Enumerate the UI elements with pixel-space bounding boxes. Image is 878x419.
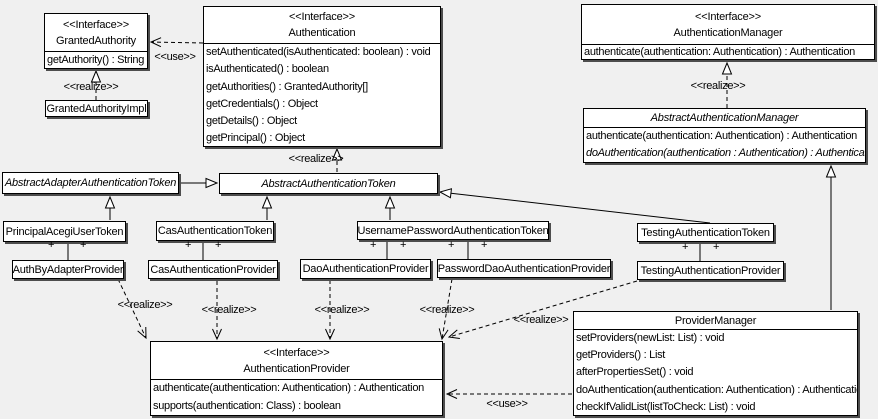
- method: doAuthentication(authentication: Authent…: [576, 383, 857, 396]
- class-name: TestingAuthenticationProvider: [640, 264, 781, 277]
- class-cas-authentication-token: CasAuthenticationToken: [156, 221, 274, 241]
- class-name: AuthByAdapterProvider: [13, 263, 123, 276]
- method: authenticate(authentication: Authenticat…: [153, 382, 424, 394]
- method: getAuthorities() : GrantedAuthority[]: [206, 80, 368, 93]
- multiplicity-label: +: [447, 239, 455, 251]
- class-name: DaoAuthenticationProvider: [302, 263, 429, 275]
- class-abstract-adapter-authentication-token: AbstractAdapterAuthenticationToken: [2, 172, 179, 194]
- method: getCredentials() : Object: [206, 97, 318, 110]
- multiplicity-label: +: [712, 241, 720, 253]
- class-name: AbstractAuthenticationManager: [650, 112, 799, 124]
- stereotype-label: <<Interface>>: [63, 18, 129, 31]
- class-dao-authentication-provider: DaoAuthenticationProvider: [300, 259, 431, 279]
- realize-passworddao-provider: [438, 278, 453, 341]
- class-principal-acegi-user-token: PrincipalAcegiUserToken: [3, 221, 126, 242]
- class-name: CasAuthenticationToken: [157, 225, 273, 237]
- class-authentication: <<Interface>> Authentication setAuthenti…: [203, 6, 441, 147]
- stereotype-label: <<Interface>>: [289, 11, 355, 23]
- realize-label: <<realize>>: [288, 153, 344, 165]
- multiplicity-label: +: [399, 239, 407, 251]
- class-name: AuthenticationProvider: [243, 362, 350, 375]
- multiplicity-label: +: [480, 239, 488, 251]
- method: getAuthority() : String: [47, 54, 145, 66]
- method: authenticate(authentication: Authenticat…: [584, 46, 855, 58]
- method: afterPropertiesSet() : void: [576, 366, 694, 379]
- class-name: ProviderManager: [674, 314, 757, 327]
- method: checkIfValidList(listToCheck: List) : vo…: [576, 400, 756, 413]
- stereotype-label: <<Interface>>: [263, 346, 330, 359]
- class-name: AbstractAuthenticationToken: [261, 177, 396, 190]
- method: getDetails() : Object: [206, 115, 297, 128]
- realize-label: <<realize>>: [419, 304, 475, 316]
- class-name: TestingAuthenticationToken: [641, 226, 770, 239]
- generalization-testing-to-abstract-token: [438, 188, 711, 224]
- multiplicity-label: +: [369, 239, 377, 251]
- multiplicity-label: +: [214, 239, 222, 251]
- realize-label: <<realize>>: [690, 80, 746, 92]
- method: supports(authentication: Class) : boolea…: [153, 399, 341, 412]
- multiplicity-label: +: [47, 239, 55, 251]
- class-name: GrantedAuthorityImpl: [46, 102, 147, 115]
- method: getPrincipal() : Object: [206, 132, 305, 145]
- class-name: AuthenticationManager: [673, 26, 783, 39]
- class-name: PasswordDaoAuthenticationProvider: [438, 262, 610, 275]
- class-provider-manager: ProviderManager setProviders(newList: Li…: [573, 311, 858, 416]
- class-testing-authentication-provider: TestingAuthenticationProvider: [637, 261, 784, 280]
- method: getProviders() : List: [576, 349, 666, 362]
- class-name: UsernamePasswordAuthenticationToken: [358, 224, 548, 237]
- use-label: <<use>>: [486, 398, 528, 410]
- use-label: <<use>>: [154, 51, 196, 63]
- use-authentication-to-grantedauthority: [149, 37, 204, 48]
- stereotype-label: <<Interface>>: [695, 10, 761, 23]
- multiplicity-label: +: [184, 239, 192, 251]
- class-username-password-authentication-token: UsernamePasswordAuthenticationToken: [357, 221, 549, 240]
- class-authentication-manager: <<Interface>> AuthenticationManager auth…: [581, 4, 875, 60]
- method: isAuthenticated() : boolean: [206, 63, 329, 76]
- class-abstract-authentication-token: AbstractAuthenticationToken: [219, 173, 438, 194]
- class-name: PrincipalAcegiUserToken: [5, 225, 124, 238]
- realize-authbyadapter-provider: [117, 278, 147, 340]
- method-abstract: doAuthentication(authentication : Authen…: [586, 147, 865, 159]
- method: authenticate(authentication: Authenticat…: [586, 130, 857, 142]
- class-name: Authentication: [288, 27, 356, 39]
- class-name: GrantedAuthority: [56, 34, 136, 47]
- multiplicity-label: +: [681, 241, 689, 253]
- class-granted-authority: <<Interface>> GrantedAuthority getAuthor…: [44, 13, 148, 69]
- realize-label: <<realize>>: [63, 81, 119, 93]
- class-granted-authority-impl: GrantedAuthorityImpl: [45, 100, 148, 117]
- class-auth-by-adapter-provider: AuthByAdapterProvider: [12, 260, 124, 279]
- method: setProviders(newList: List) : void: [576, 332, 725, 344]
- class-password-dao-authentication-provider: PasswordDaoAuthenticationProvider: [437, 259, 611, 278]
- class-abstract-authentication-manager: AbstractAuthenticationManager authentica…: [583, 108, 866, 163]
- class-name: AbstractAdapterAuthenticationToken: [4, 177, 177, 189]
- realize-label: <<realize>>: [314, 304, 370, 316]
- class-name: CasAuthenticationProvider: [150, 263, 276, 276]
- multiplicity-label: +: [79, 239, 87, 251]
- method: setAuthenticated(isAuthenticated: boolea…: [206, 46, 431, 58]
- realize-label: <<realize>>: [201, 304, 257, 316]
- realize-testing-provider: [447, 280, 638, 339]
- realize-label: <<realize>>: [117, 299, 173, 311]
- realize-label: <<realize>>: [513, 314, 569, 326]
- class-authentication-provider: <<Interface>> AuthenticationProvider aut…: [150, 341, 443, 416]
- class-testing-authentication-token: TestingAuthenticationToken: [637, 223, 774, 242]
- class-cas-authentication-provider: CasAuthenticationProvider: [148, 260, 278, 279]
